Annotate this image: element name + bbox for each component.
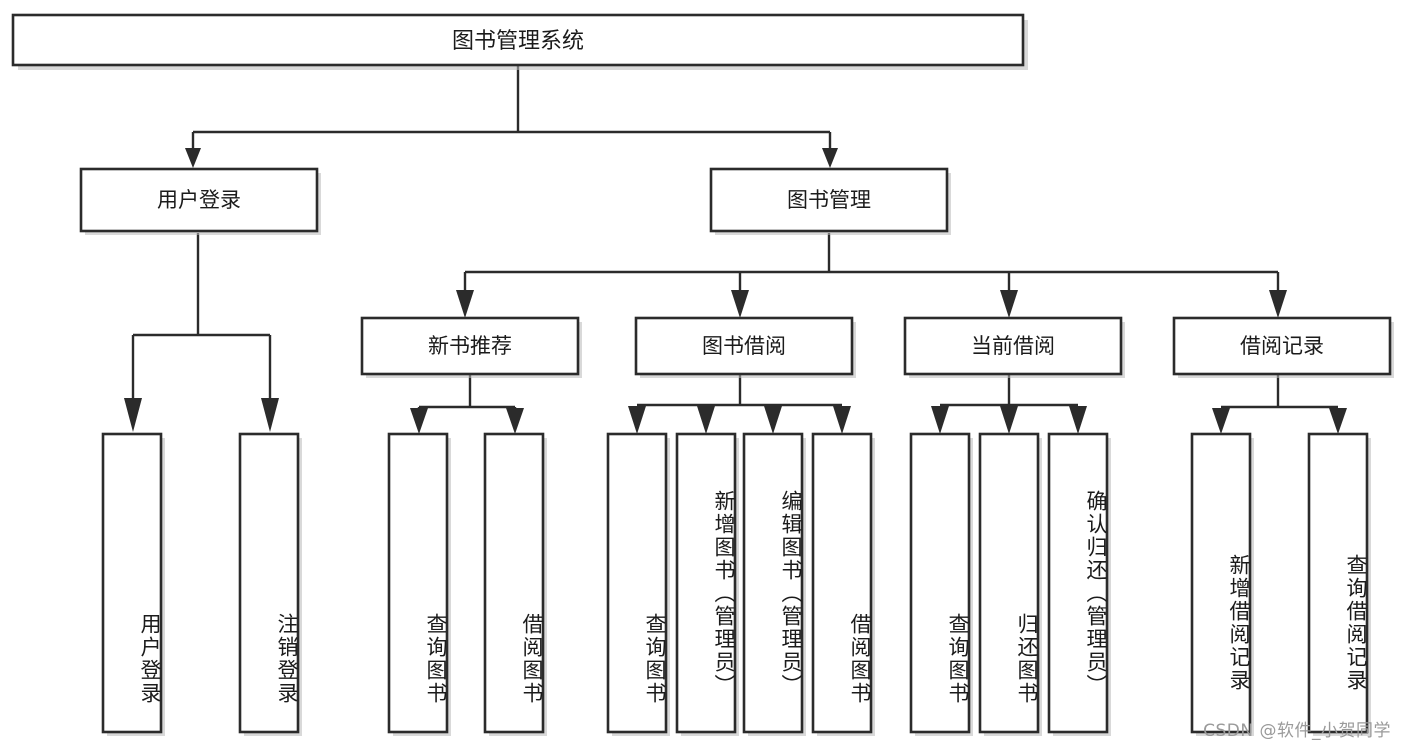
leaf-add-book-box[interactable] (675, 432, 737, 734)
leaf-query-book-1-box[interactable] (387, 432, 449, 734)
connectors-root (185, 65, 838, 168)
node-book-borrow[interactable]: 图书借阅 (634, 316, 856, 378)
arrow-root-to-user-login (185, 148, 201, 168)
current-borrow-box[interactable] (903, 316, 1123, 376)
new-book-rec-box[interactable] (360, 316, 580, 376)
leaf-edit-book-box[interactable] (742, 432, 804, 734)
current-borrow-label: 当前借阅 (971, 334, 1055, 358)
arrow-to-leaf-borrow-book-1 (506, 408, 524, 434)
leaf-user-login-box[interactable] (101, 432, 163, 734)
arrow-to-leaf-edit-book (764, 406, 782, 434)
leaf-user-logout-box[interactable] (238, 432, 300, 734)
leaf-confirm-return-box[interactable] (1047, 432, 1109, 734)
book-borrow-box[interactable] (634, 316, 854, 376)
csdn-watermark: CSDN @软件_小贺同学 (1203, 721, 1391, 741)
arrow-to-leaf-query-book-3 (931, 406, 949, 434)
user-login-box[interactable] (79, 167, 319, 233)
arrow-to-leaf-query-book-2 (628, 406, 646, 434)
arrow-to-leaf-query-book-1 (410, 408, 428, 434)
arrow-to-leaf-query-record (1329, 408, 1347, 434)
connectors-borrow-record (1212, 374, 1347, 434)
connectors-book-borrow (628, 374, 851, 434)
borrow-record-label: 借阅记录 (1240, 334, 1324, 358)
borrow-record-box[interactable] (1172, 316, 1392, 376)
connectors-current-borrow (931, 374, 1087, 434)
book-manage-box[interactable] (709, 167, 949, 233)
node-current-borrow[interactable]: 当前借阅 (903, 316, 1125, 378)
arrow-to-current-borrow (1000, 290, 1018, 318)
node-user-login[interactable]: 用户登录 (79, 167, 321, 235)
root-label: 图书管理系统 (452, 29, 584, 54)
arrow-to-leaf-return-book (1000, 406, 1018, 434)
new-book-rec-label: 新书推荐 (428, 334, 512, 358)
node-new-book-rec[interactable]: 新书推荐 (360, 316, 582, 378)
leaf-return-book-box[interactable] (978, 432, 1040, 734)
leaf-query-book-2-box[interactable] (606, 432, 668, 734)
leaf-borrow-book-2-box[interactable] (811, 432, 873, 734)
arrow-to-leaf-confirm-return (1069, 406, 1087, 434)
arrow-to-borrow-record (1269, 290, 1287, 318)
user-login-label: 用户登录 (157, 188, 241, 212)
node-borrow-record[interactable]: 借阅记录 (1172, 316, 1394, 378)
arrow-to-leaf-user-logout (261, 398, 279, 432)
arrow-to-new-book-rec (456, 290, 474, 318)
leaf-borrow-book-1-box[interactable] (483, 432, 545, 734)
leaf-add-record-box[interactable] (1190, 432, 1252, 734)
leaf-query-book-3-box[interactable] (909, 432, 971, 734)
arrow-to-leaf-user-login (124, 398, 142, 432)
connectors-book-manage (456, 233, 1287, 318)
arrow-to-leaf-add-record (1212, 408, 1230, 434)
arrow-to-leaf-borrow-book-2 (833, 406, 851, 434)
node-root[interactable]: 图书管理系统 (11, 13, 1028, 70)
leaf-query-record-box[interactable] (1307, 432, 1369, 734)
root-box[interactable] (11, 13, 1025, 67)
book-borrow-label: 图书借阅 (702, 334, 786, 358)
arrow-root-to-book-manage (822, 148, 838, 168)
arrow-to-book-borrow (731, 290, 749, 318)
book-manage-label: 图书管理 (787, 188, 871, 212)
arrow-to-leaf-add-book (697, 406, 715, 434)
connectors-user-login (124, 233, 279, 432)
connectors-new-book-rec (410, 374, 524, 434)
leaf-boxes (101, 432, 1371, 736)
node-book-manage[interactable]: 图书管理 (709, 167, 951, 235)
